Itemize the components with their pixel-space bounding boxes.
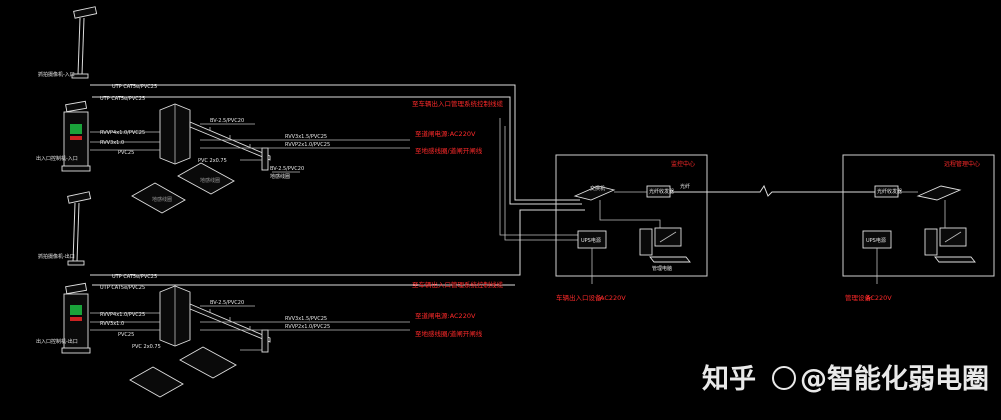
- entry-control-machine-top: [61, 100, 91, 172]
- cable-top-loop: 地感线圈: [270, 173, 290, 180]
- camera-pole-top: [71, 6, 98, 79]
- cable-top-g: RVVP2x1.0/PVC25: [285, 142, 330, 148]
- switch-label: 交换机: [590, 185, 605, 192]
- loop-caption-top-b: 地感线圈: [200, 177, 220, 184]
- watermark-site: 知乎: [702, 364, 756, 395]
- red-power-bottom: 至道闸电源:AC220V: [415, 311, 476, 320]
- watermark-author: @智能化弱电圈: [800, 363, 989, 395]
- cable-bottom-b: UTP CAT5e/PVC25: [100, 285, 145, 291]
- loop-caption-top-a: 地感线圈: [152, 196, 172, 203]
- cable-top-d: RVV3x1.0: [100, 140, 124, 146]
- cable-bottom-f: RVV3x1.5/PVC25: [285, 316, 327, 322]
- network-switch: [573, 185, 616, 201]
- camera-label-3: 抓拍摄像机-出口: [38, 253, 75, 260]
- cable-top-h: BV-2.5/PVC20: [210, 118, 244, 124]
- remote-room: 远程管理中心 光纤收发器 UPS电源: [842, 154, 995, 284]
- entry-control-machine-bottom: [61, 282, 91, 354]
- camera-label-2: 出入口控制机-入口: [36, 155, 78, 162]
- cable-top-i: PVC 2x0.75: [198, 158, 227, 164]
- cable-bottom-g: RVVP2x1.0/PVC25: [285, 324, 330, 330]
- barrier-gate-top: [159, 103, 271, 171]
- camera-pole-bottom: [67, 191, 92, 266]
- remote-room-label: 远程管理中心: [944, 160, 980, 168]
- red-loop-top: 至地感线圈/道闸开闸线: [415, 146, 483, 155]
- cable-top-c: RVVP4x1.0/PVC25: [100, 130, 145, 136]
- ups-label-remote: UPS电源: [866, 237, 886, 244]
- red-title-top: 至车辆出入口管理系统控制线缆: [412, 99, 504, 108]
- cable-bottom-i: PVC 2x0.75: [132, 344, 161, 350]
- server-label: 管理电脑: [652, 265, 672, 272]
- cable-top-j: BV-2.5/PVC20: [270, 166, 304, 172]
- converter-label: 光纤收发器: [649, 188, 674, 195]
- fiber-link: 光纤: [670, 183, 875, 197]
- cable-bottom-h: BV-2.5/PVC20: [210, 300, 244, 306]
- pc-tower: [639, 228, 653, 256]
- control-room-label: 监控中心: [671, 160, 695, 168]
- camera-label-1: 抓拍摄像机-入口: [38, 71, 75, 78]
- cable-bottom-d: RVV3x1.0: [100, 321, 124, 327]
- red-power-top: 至道闸电源:AC220V: [415, 129, 476, 138]
- control-room: 监控中心 交换机 光纤收发器 UPS电源 管理电脑: [555, 154, 708, 284]
- pc-keyboard-remote: [934, 256, 976, 263]
- ground-loop-top: 地感线圈 地感线圈: [131, 162, 235, 214]
- power-label-a: AC220V: [600, 294, 626, 302]
- watermark: 知乎 @智能化弱电圈: [702, 363, 989, 395]
- cable-bottom-c: RVVP4x1.0/PVC25: [100, 312, 145, 318]
- ground-loop-bottom: [129, 346, 237, 398]
- power-label-b: AC220V: [866, 294, 892, 302]
- cable-top-f: RVV3x1.5/PVC25: [285, 134, 327, 140]
- camera-label-4: 出入口控制机-出口: [36, 338, 78, 345]
- cable-bottom-e: PVC25: [118, 332, 134, 338]
- wiring-top: [90, 84, 582, 241]
- wiring-bottom: [90, 209, 585, 351]
- fiber-label: 光纤: [680, 183, 690, 190]
- watermark-avatar-icon: [772, 366, 796, 390]
- fiber-converter-remote: [874, 185, 899, 198]
- cable-top-b: UTP CAT5e/PVC25: [100, 96, 145, 102]
- cable-top-e: PVC25: [118, 150, 134, 156]
- network-switch-remote: [916, 185, 962, 201]
- barrier-gate-bottom: [159, 285, 271, 353]
- pc-keyboard: [649, 256, 691, 263]
- red-title-bottom: 至车辆出入口管理系统控制线缆: [412, 280, 504, 289]
- power-prefix-a: 车辆出入口设备:: [556, 293, 604, 302]
- red-loop-bottom: 至地感线圈/道闸开闸线: [415, 329, 483, 338]
- cable-bottom-a: UTP CAT5e/PVC25: [112, 274, 157, 280]
- cable-top-a: UTP CAT5e/PVC25: [112, 84, 157, 90]
- converter-label-remote: 光纤收发器: [877, 188, 902, 195]
- ups-label: UPS电源: [581, 237, 601, 244]
- pc-tower-remote: [924, 228, 938, 256]
- power-prefix-b: 管理设备:: [845, 293, 873, 302]
